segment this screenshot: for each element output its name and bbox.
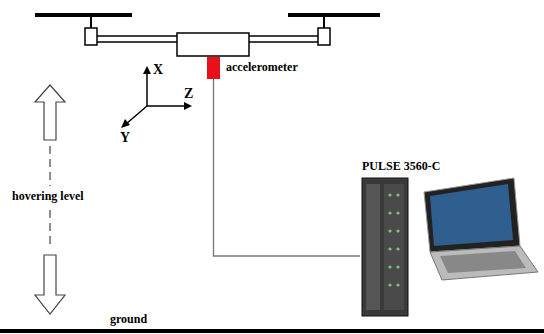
laptop (424, 178, 538, 280)
analyzer-box: PULSE 3560-C (358, 160, 438, 318)
analyzer-device (362, 178, 408, 316)
drone (35, 15, 380, 56)
axis-label: Z (184, 86, 193, 101)
axis-label: Y (120, 130, 130, 145)
signal-cable (214, 79, 361, 256)
accelerometer-sensor: accelerometer (207, 57, 298, 79)
device-label: PULSE 3560-C (362, 160, 438, 173)
axis-label: X (153, 62, 163, 77)
ground-label: ground (110, 313, 147, 326)
sensor-block (207, 57, 220, 79)
sensor-label: accelerometer (226, 61, 298, 74)
level-label: hovering level (12, 190, 84, 203)
ground-line (0, 329, 544, 333)
